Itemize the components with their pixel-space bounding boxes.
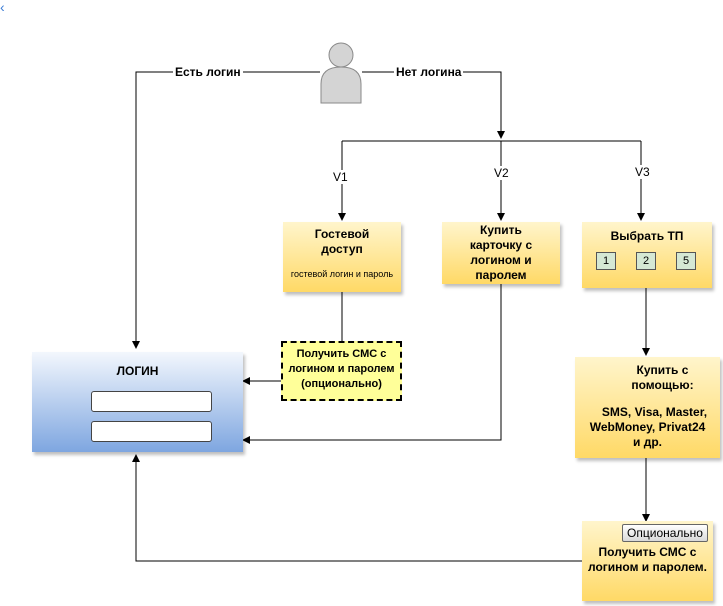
pay-methods-1: SMS, Visa, Master, — [601, 405, 708, 419]
guest-access-node[interactable]: Гостевой доступ гостевой логин и пароль — [283, 222, 401, 292]
choose-tp-title: Выбрать ТП — [610, 229, 684, 243]
sms-final-line-2: логином и паролем. — [588, 560, 707, 574]
pay-methods-3: и др. — [633, 435, 662, 449]
edge-label-v1: V1 — [331, 170, 350, 184]
tp-option-5[interactable]: 5 — [676, 252, 696, 270]
pay-methods-2: WebMoney, Privat24 — [589, 420, 706, 434]
pay-node[interactable]: Купить с помощью: SMS, Visa, Master, Web… — [575, 357, 720, 458]
sms-final-line-1: Получить СМС с — [598, 545, 697, 559]
pay-line-1: Купить с — [636, 363, 689, 377]
edge-label-no-login: Нет логина — [394, 65, 464, 79]
buy-card-line-1: Купить — [480, 223, 522, 237]
edge-label-v2: V2 — [492, 166, 511, 180]
pay-line-2: помощью: — [631, 378, 694, 392]
login-title: ЛОГИН — [116, 364, 159, 378]
tp-option-1[interactable]: 1 — [596, 252, 616, 270]
back-chevron-icon[interactable]: ‹ — [0, 0, 5, 15]
edge-label-has-login: Есть логин — [173, 65, 243, 79]
guest-subtitle: гостевой логин и пароль — [290, 269, 394, 279]
tp-option-2[interactable]: 2 — [636, 252, 656, 270]
sms-optional-line-2: логином и паролем — [288, 363, 395, 375]
buy-card-line-4: паролем — [475, 268, 527, 282]
edge-label-v3: V3 — [633, 165, 652, 179]
sms-optional-node[interactable]: Получить СМС с логином и паролем (опцион… — [281, 341, 402, 401]
login-field[interactable] — [91, 391, 212, 412]
guest-title-2: доступ — [321, 242, 363, 256]
buy-card-line-3: логином и — [470, 253, 532, 267]
optional-badge: Опционально — [622, 524, 708, 542]
guest-title-1: Гостевой — [314, 227, 370, 241]
user-icon — [320, 42, 362, 104]
sms-optional-line-1: Получить СМС с — [296, 348, 387, 360]
buy-card-node[interactable]: Купить карточку с логином и паролем — [442, 222, 560, 284]
sms-optional-line-3: (опционально) — [301, 378, 382, 390]
buy-card-line-2: карточку с — [469, 238, 533, 252]
password-field[interactable] — [91, 421, 212, 442]
